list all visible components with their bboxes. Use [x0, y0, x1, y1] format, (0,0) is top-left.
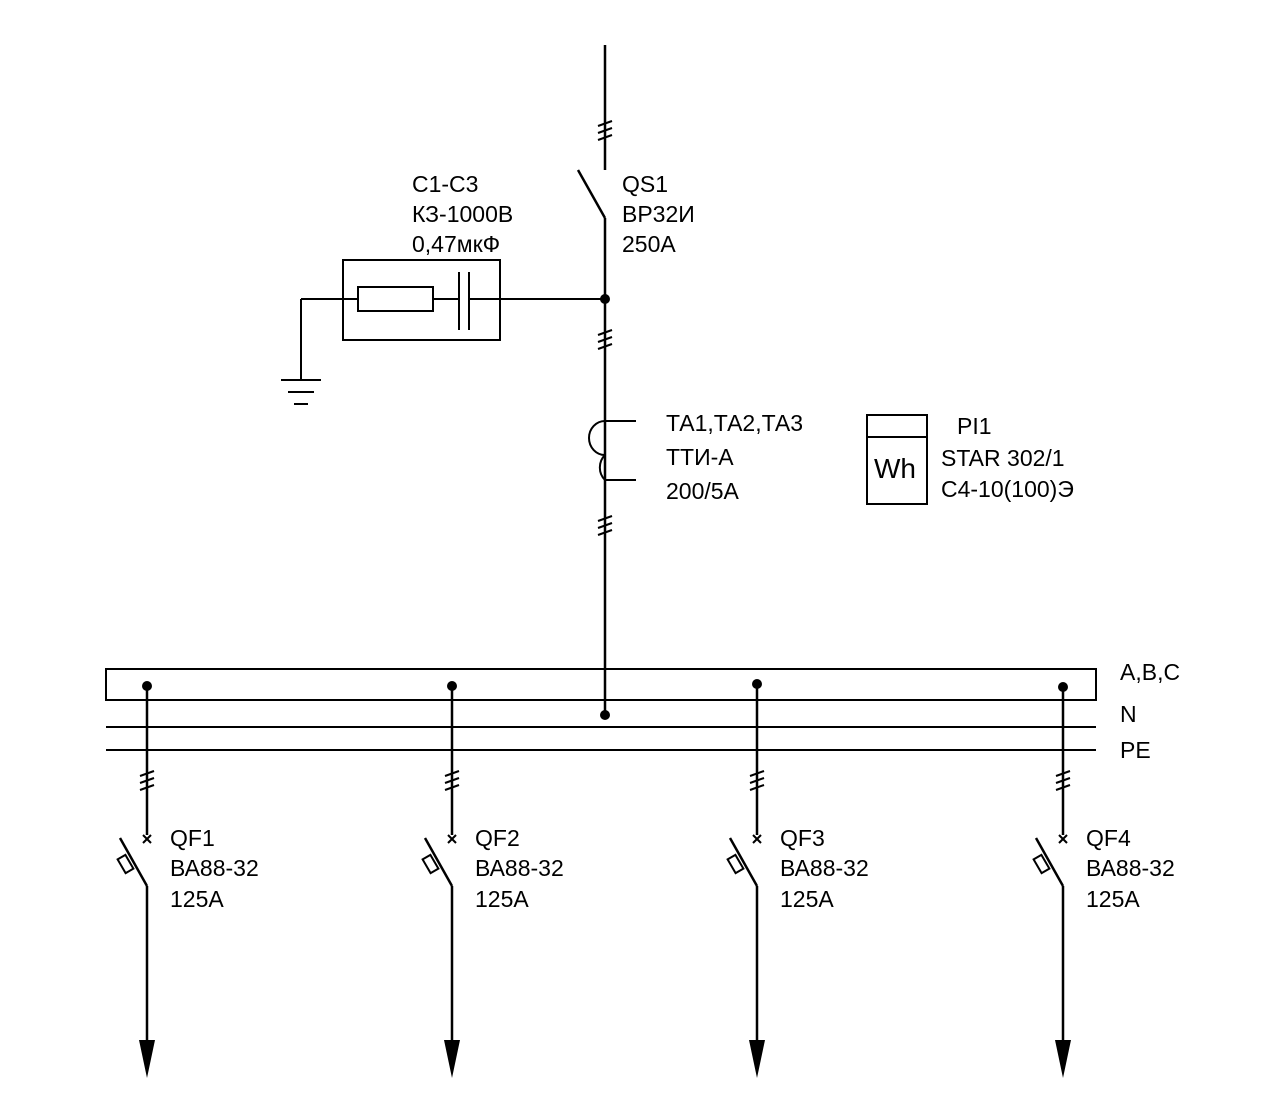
qs1-designation: QS1 — [622, 171, 668, 197]
meter-wh-label: Wh — [874, 453, 916, 484]
qf2-type: ВА88-32 — [475, 855, 564, 881]
qs1-type: ВР32И — [622, 201, 695, 227]
qf3-switch-blade — [728, 837, 759, 887]
ct-designation: ТА1,ТА2,ТА3 — [666, 410, 803, 436]
qf3-rating: 125А — [780, 886, 834, 912]
qf4-rating: 125А — [1086, 886, 1140, 912]
qf2-switch-blade — [423, 837, 454, 887]
arrow-down-icon — [749, 1040, 765, 1078]
qf4-switch-blade — [1034, 837, 1065, 887]
capacitor-designation: С1-С3 — [412, 171, 478, 197]
fuse-symbol — [357, 286, 434, 312]
capacitor-type: КЗ-1000В — [412, 201, 513, 227]
qf4-type: ВА88-32 — [1086, 855, 1175, 881]
ground-icon — [281, 379, 321, 405]
current-transformer-symbol — [588, 420, 636, 481]
qf1-type: ВА88-32 — [170, 855, 259, 881]
qf2-designation: QF2 — [475, 825, 520, 851]
busbar-n-label: N — [1120, 701, 1137, 727]
three-phase-tick-upper — [597, 329, 613, 350]
feeder-qf1 — [116, 681, 155, 1078]
busbar-pe-label: PE — [1120, 737, 1151, 763]
qf1-rating: 125А — [170, 886, 224, 912]
qs1-switch-blade — [576, 169, 607, 219]
ct-type: ТТИ-А — [666, 444, 734, 470]
arrow-down-icon — [444, 1040, 460, 1078]
busbar-abc — [105, 668, 1097, 701]
qf1-switch-blade — [118, 837, 149, 887]
three-phase-tick-incoming — [597, 120, 613, 141]
qf3-designation: QF3 — [780, 825, 825, 851]
feeder-qf2 — [421, 681, 460, 1078]
ct-ratio: 200/5А — [666, 478, 740, 504]
feeder-qf4 — [1032, 682, 1071, 1078]
three-phase-tick-lower — [597, 515, 613, 536]
meter-class: С4-10(100)Э — [941, 476, 1074, 502]
meter-designation: PI1 — [957, 413, 992, 439]
arrow-down-icon — [139, 1040, 155, 1078]
qf3-type: ВА88-32 — [780, 855, 869, 881]
arrow-down-icon — [1055, 1040, 1071, 1078]
capacitor-rating: 0,47мкФ — [412, 231, 500, 257]
feeder-qf3 — [726, 679, 765, 1078]
busbar-abc-label: A,B,C — [1120, 659, 1180, 685]
qf1-designation: QF1 — [170, 825, 215, 851]
qs1-rating: 250А — [622, 231, 676, 257]
junction-dot-riser — [600, 710, 610, 720]
qf4-designation: QF4 — [1086, 825, 1131, 851]
qf2-rating: 125А — [475, 886, 529, 912]
energy-meter-symbol: Wh — [866, 414, 928, 505]
meter-type: STAR 302/1 — [941, 445, 1065, 471]
